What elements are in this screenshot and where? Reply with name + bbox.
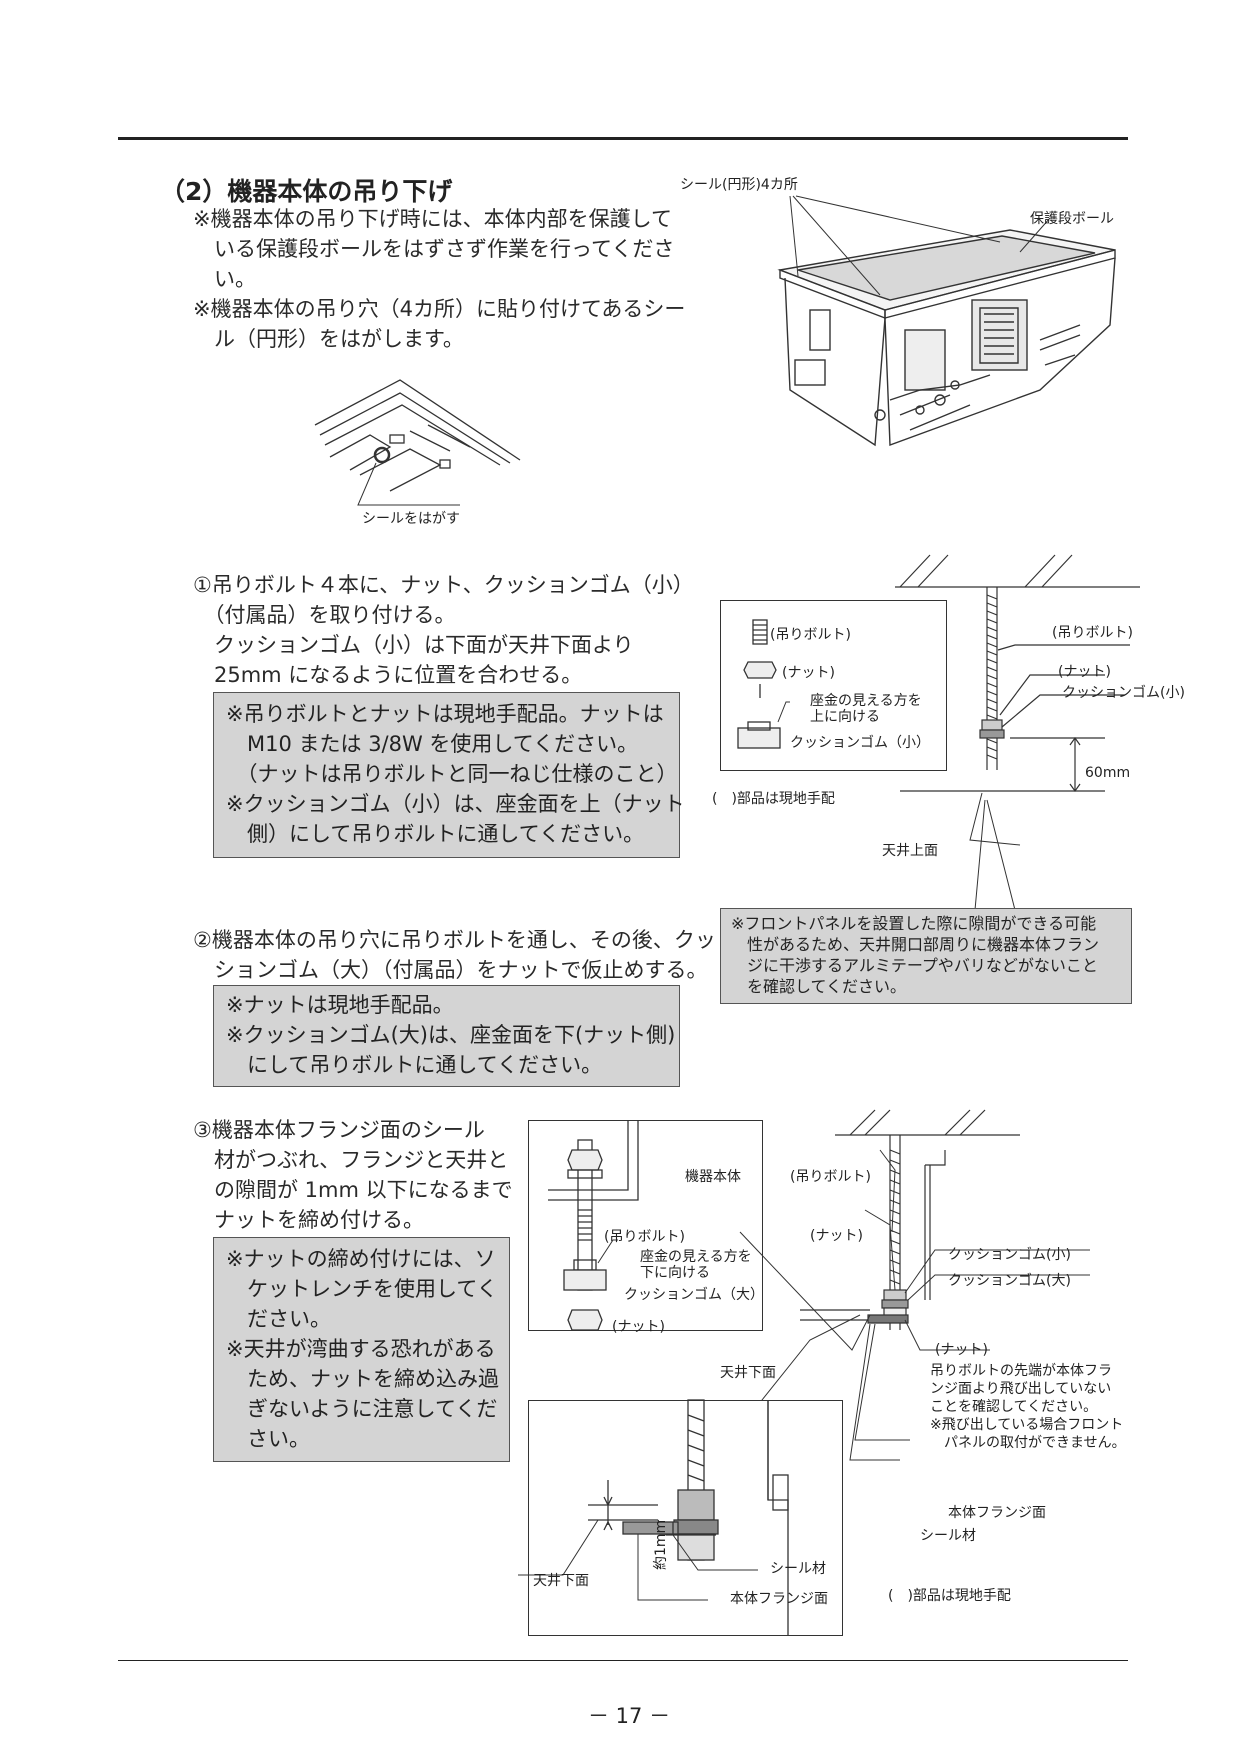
step1-line: 25mm になるように位置を合わせる。 (193, 663, 583, 687)
fig3-inset-cushion-large-label: クッションゴム（大） (624, 1287, 764, 1303)
fig1-cushion-small-label: クッションゴム（小） (790, 735, 930, 751)
section-title: （2）機器本体の吊り下げ (160, 177, 453, 206)
unit-illustration (777, 195, 1116, 447)
fig3-nut-top-label: (ナット) (810, 1228, 863, 1244)
step3-line: の隙間が 1mm 以下になるまで (193, 1178, 513, 1202)
page-number: － 17 － (588, 1704, 671, 1728)
step1-line: （付属品）を取り付ける。 (193, 603, 456, 627)
step2-line: ②機器本体の吊り穴に吊りボルトを通し、その後、クッ (193, 928, 716, 952)
step2-note: ※クッションゴム(大)は、座金面を下(ナット側) (226, 1023, 676, 1047)
step3-note: ※ナットの締め付けには、ソ (226, 1247, 496, 1271)
bolt-tip-note-line: パネルの取付ができません。 (930, 1435, 1126, 1451)
detail-ceiling-bottom-label: 天井下面 (533, 1573, 589, 1589)
front-panel-note-line: を確認してください。 (731, 977, 907, 996)
step3-note: ケットレンチを使用してく (226, 1277, 498, 1301)
intro-line: い。 (193, 267, 256, 291)
bolt-tip-note-line: ※飛び出している場合フロント (930, 1417, 1124, 1433)
step3-note: ため、ナットを締め込み過 (226, 1367, 499, 1391)
bolt-tip-note-line: 吊りボルトの先端が本体フラ (930, 1363, 1112, 1379)
intro-line: いる保護段ボールをはずさず作業を行ってくださ (193, 237, 675, 261)
fig1-local-parts-note: ( )部品は現地手配 (712, 791, 835, 807)
step3-line: ナットを締め付ける。 (193, 1208, 424, 1232)
unit-body-label: 機器本体 (685, 1169, 741, 1185)
intro-line: ※機器本体の吊り下げ時には、本体内部を保護して (193, 207, 672, 231)
step3-line: 材がつぶれ、フランジと天井と (193, 1148, 509, 1172)
fig3-cushion-large-label: クッションゴム(大) (948, 1273, 1071, 1289)
fig3-bolt-drawing (739, 1109, 1090, 1461)
step1-note-box: ※吊りボルトとナットは現地手配品。ナットは M10 または 3/8W を使用して… (213, 692, 685, 858)
intro-line: ル（円形）をはがします。 (193, 327, 464, 351)
step3-line: ③機器本体フランジ面のシール (193, 1118, 485, 1142)
fig3-washer-note: 座金の見える方を (640, 1249, 752, 1265)
fig3-seal-label: シール材 (920, 1528, 976, 1544)
fig3-inset-frame (528, 1120, 763, 1331)
ceiling-top-label: 天井上面 (882, 843, 938, 859)
step1-note: ※吊りボルトとナットは現地手配品。ナットは (226, 702, 664, 726)
step2-line: ションゴム（大）（付属品）をナットで仮止めする。 (193, 958, 708, 982)
seal-corner-illustration (314, 379, 521, 506)
fig1-inset-frame (720, 600, 947, 771)
step3-note: さい。 (226, 1427, 310, 1451)
front-panel-note-box: ※フロントパネルを設置した際に隙間ができる可能 性があるため、天井開口部周りに機… (720, 908, 1132, 1004)
fig3-nut-bottom-label: (ナット) (935, 1342, 988, 1358)
front-panel-note-line: ジに干渉するアルミテープやバリなどがないこと (731, 956, 1098, 975)
step3-note: ださい。 (226, 1307, 331, 1331)
dim-60mm: 60mm (1085, 765, 1131, 781)
gap-1mm-label: 約1mm (653, 1519, 669, 1570)
fig1-bolt-right-label: (吊りボルト) (1052, 625, 1133, 641)
fig1-washer-note: 上に向ける (810, 709, 880, 725)
fig3-bolt-label: (吊りボルト) (790, 1169, 871, 1185)
step2-note-box: ※ナットは現地手配品。 ※クッションゴム(大)は、座金面を下(ナット側) にして… (213, 985, 680, 1087)
intro-line: ※機器本体の吊り穴（4カ所）に貼り付けてあるシー (193, 297, 686, 321)
step2-note: ※ナットは現地手配品。 (226, 993, 454, 1017)
step1-line: ①吊りボルト４本に、ナット、クッションゴム（小） (193, 573, 694, 597)
bolt-tip-note-line: ことを確認してください。 (930, 1399, 1098, 1415)
fig3-washer-note: 下に向ける (640, 1265, 710, 1281)
fig3-inset-nut-label: (ナット) (612, 1319, 665, 1335)
step3-note: ぎないように注意してくだ (226, 1397, 498, 1421)
fig1-nut-label: (ナット) (782, 665, 835, 681)
fig3-local-parts-note: ( )部品は現地手配 (888, 1588, 1011, 1604)
fig3-detail-frame (518, 1399, 843, 1636)
step1-note: ※クッションゴム（小）は、座金面を上（ナット (226, 792, 685, 816)
fig3-cushion-small-label: クッションゴム(小) (948, 1247, 1071, 1263)
step1-note: （ナットは吊りボルトと同一ねじ仕様のこと） (226, 762, 678, 786)
peel-seal-label: シールをはがす (362, 511, 460, 527)
detail-seal-label: シール材 (770, 1561, 826, 1577)
seal-4-label: シール(円形)4カ所 (680, 177, 798, 193)
fig1-cushion-small-right-label: クッションゴム(小) (1062, 685, 1185, 701)
step1-line: クッションゴム（小）は下面が天井下面より (193, 633, 634, 657)
front-panel-note-line: 性があるため、天井開口部周りに機器本体フラン (731, 935, 1100, 954)
top-rule (118, 137, 1128, 140)
bolt-tip-note-line: ンジ面より飛び出していない (930, 1381, 1112, 1397)
fig3-inset-bolt-label: (吊りボルト) (604, 1229, 685, 1245)
fig3-ceiling-bottom-label: 天井下面 (720, 1365, 776, 1381)
fig1-washer-note: 座金の見える方を (810, 693, 922, 709)
fig3-flange-label: 本体フランジ面 (948, 1505, 1046, 1521)
fig1-nut-right-label: (ナット) (1058, 664, 1111, 680)
step1-note: M10 または 3/8W を使用してください。 (226, 732, 639, 756)
step3-note: ※天井が湾曲する恐れがある (226, 1337, 496, 1361)
step1-note: 側）にして吊りボルトに通してください。 (226, 822, 645, 846)
front-panel-note-line: ※フロントパネルを設置した際に隙間ができる可能 (731, 914, 1097, 933)
bottom-rule (118, 1660, 1128, 1661)
step2-note: にして吊りボルトに通してください。 (226, 1053, 603, 1077)
front-panel-note-callout (974, 799, 1016, 911)
fig1-bolt-label: (吊りボルト) (770, 627, 851, 643)
detail-flange-label: 本体フランジ面 (730, 1591, 828, 1607)
fig1-bolt-drawing (895, 554, 1140, 846)
cardboard-label: 保護段ボール (1030, 211, 1114, 227)
step3-note-box: ※ナットの締め付けには、ソ ケットレンチを使用してく ださい。 ※天井が湾曲する… (213, 1237, 510, 1462)
